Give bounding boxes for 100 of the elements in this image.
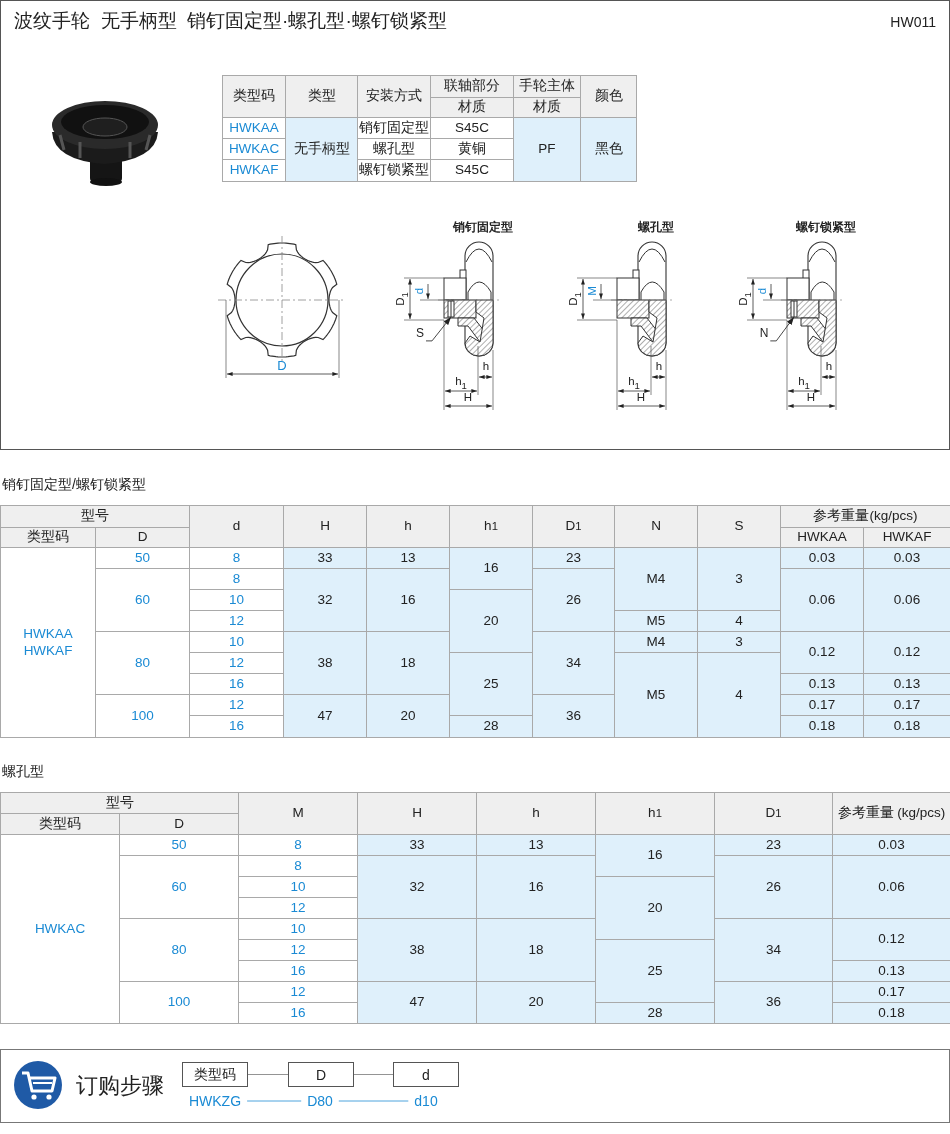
code-box: D: [288, 1062, 354, 1087]
table-cell: 23: [532, 547, 615, 569]
table-cell: 0.13: [832, 960, 950, 982]
table-cell: 28: [449, 715, 533, 738]
table-cell: 0.18: [863, 715, 950, 738]
table-cell: 32: [357, 855, 477, 919]
table-cell: 类型码: [0, 527, 96, 548]
table-cell: D: [95, 527, 190, 548]
table-cell: S: [697, 505, 781, 548]
table-cell: 20: [366, 694, 450, 738]
table-cell: 36: [714, 981, 833, 1024]
table-cell: 0.13: [780, 673, 864, 695]
table-cell: 0.18: [780, 715, 864, 738]
example-code: HWKZG: [188, 1092, 242, 1110]
dimension-label: h$_{1}$: [628, 375, 640, 391]
dimension-label: h$_{1}$: [455, 375, 467, 391]
table-cell: 20: [449, 589, 533, 653]
table-cell: 3: [697, 631, 781, 653]
view-title: 销钉固定型: [453, 221, 513, 235]
table-cell: 参考重量(kg/pcs): [780, 505, 950, 528]
table-cell: 33: [283, 547, 367, 569]
table-cell: 18: [476, 918, 596, 982]
table-cell: 材质: [513, 97, 581, 118]
table-cell: h: [476, 792, 596, 835]
dimension-label: d: [413, 287, 427, 295]
table-cell: N: [614, 505, 698, 548]
page-title: 波纹手轮 无手柄型 销钉固定型·螺孔型·螺钉锁紧型: [14, 10, 447, 32]
code-box: 类型码: [182, 1062, 248, 1087]
table-cell: 13: [366, 547, 450, 569]
table-cell: 无手柄型: [285, 117, 358, 182]
table-cell: 23: [714, 834, 833, 856]
table-cell: 类型码: [0, 813, 120, 835]
table-cell: 型号: [0, 792, 239, 814]
connector-line: [353, 1074, 394, 1075]
table-cell: 0.17: [863, 694, 950, 716]
table-cell: 16: [595, 834, 715, 877]
table-cell: 25: [595, 939, 715, 1003]
table-cell: 0.03: [863, 547, 950, 569]
table-cell: h: [366, 505, 450, 548]
table-cell: H: [357, 792, 477, 835]
table-cell: M4: [614, 631, 698, 653]
view-title: 螺孔型: [638, 221, 674, 235]
section-heading: 销钉固定型/螺钉锁紧型: [2, 476, 146, 493]
table-cell: 34: [714, 918, 833, 982]
table-cell: 0.12: [863, 631, 950, 674]
table-cell: 20: [595, 876, 715, 940]
table-cell: 黑色: [580, 117, 637, 182]
table-cell: 0.13: [863, 673, 950, 695]
table-cell: 34: [532, 631, 615, 695]
pin-part: [790, 300, 798, 318]
table-cell: 0.17: [780, 694, 864, 716]
dimension-label: h: [825, 360, 833, 374]
connector-line: [338, 1100, 409, 1102]
table-cell: M5: [614, 652, 698, 738]
table-cell: d: [189, 505, 284, 548]
table-cell: 螺钉锁紧型: [357, 159, 431, 182]
table-cell: 16: [449, 547, 533, 590]
table-cell: 0.12: [832, 918, 950, 961]
table-cell: 0.06: [832, 855, 950, 919]
connector-line: [247, 1074, 289, 1075]
table-cell: 36: [532, 694, 615, 738]
callout-label: S: [416, 327, 424, 341]
table-cell: 38: [283, 631, 367, 695]
table-cell: 类型: [285, 75, 358, 118]
table-cell: 28: [595, 1002, 715, 1024]
table-cell: 33: [357, 834, 477, 856]
table-cell: 20: [476, 981, 596, 1024]
dimension-label: h: [655, 360, 663, 374]
table-cell: 安装方式: [357, 75, 431, 118]
table-cell: 0.12: [780, 631, 864, 674]
dimension-label: h$_{1}$: [798, 375, 810, 391]
section-heading: 订购步骤: [76, 1073, 164, 1099]
table-cell: 0.03: [780, 547, 864, 569]
table-cell: 38: [357, 918, 477, 982]
table-cell: 26: [714, 855, 833, 919]
table-cell: H: [283, 505, 367, 548]
product-code: HW011: [890, 14, 936, 31]
section-heading: 螺孔型: [2, 763, 44, 780]
table-cell: D: [119, 813, 239, 835]
table-cell: 类型码: [222, 75, 286, 118]
table-cell: 0.18: [832, 1002, 950, 1024]
table-cell: 联轴部分: [430, 75, 514, 98]
table-cell: 25: [449, 652, 533, 716]
table-cell: 0.17: [832, 981, 950, 1003]
dimension-label: D: [277, 358, 287, 374]
table-cell: M4: [614, 547, 698, 611]
table-cell: 材质: [430, 97, 514, 118]
table-cell: PF: [513, 117, 581, 182]
table-cell: 16: [476, 855, 596, 919]
table-cell: 参考重量 (kg/pcs): [832, 792, 950, 835]
code-box: d: [393, 1062, 459, 1087]
table-cell: 47: [357, 981, 477, 1024]
table-cell: 0.03: [832, 834, 950, 856]
table-cell: 13: [476, 834, 596, 856]
table-cell: 16: [366, 568, 450, 632]
table-cell: 0.06: [863, 568, 950, 632]
dimension-label: M: [586, 286, 600, 296]
dimension-label: d: [756, 287, 770, 295]
connector-line: [246, 1100, 302, 1102]
table-cell: HWKAA HWKAF: [0, 547, 96, 738]
